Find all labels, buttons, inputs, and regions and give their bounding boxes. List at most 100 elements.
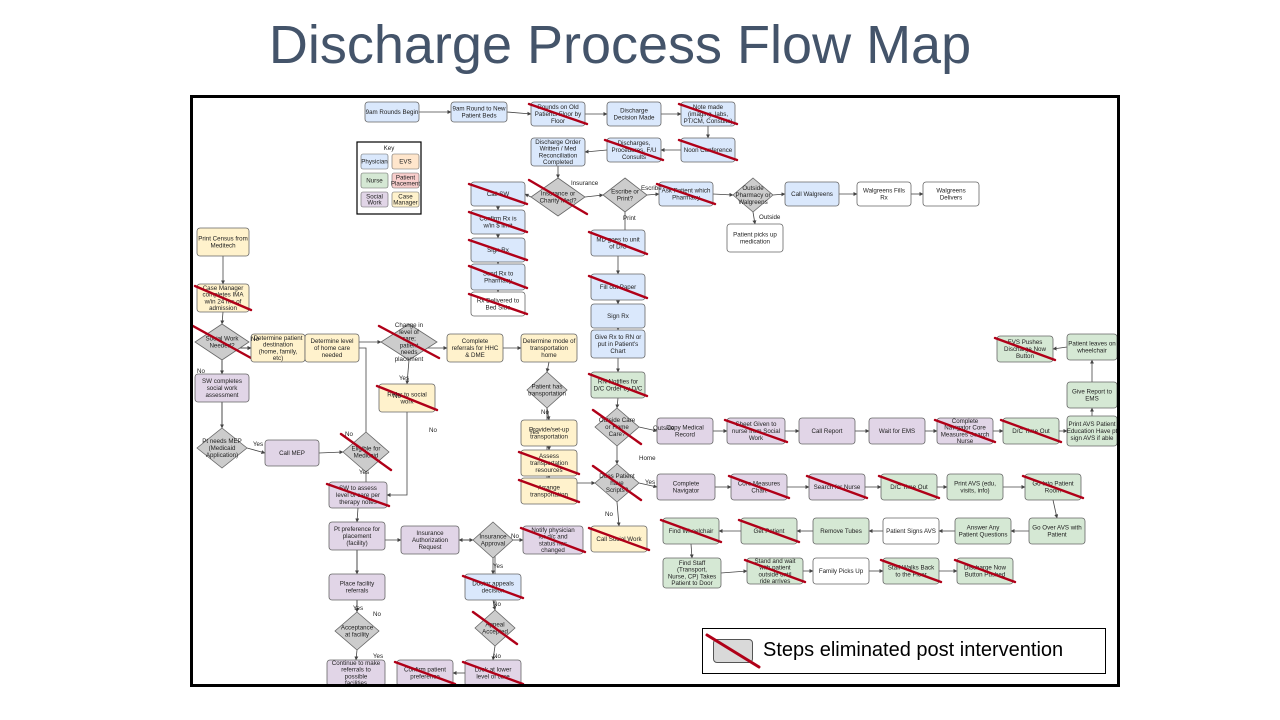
process-node: Call Social Work xyxy=(587,525,651,553)
eliminated-mark-icon xyxy=(587,372,649,398)
eliminated-mark-icon xyxy=(527,102,589,126)
process-node: Patient Signs AVS xyxy=(882,517,940,545)
edge-label: Yes xyxy=(645,479,655,486)
process-node: Find Wheelchair xyxy=(659,517,723,545)
node-shape xyxy=(364,101,420,123)
edge-label: No xyxy=(605,511,613,518)
key-swatch xyxy=(391,172,420,189)
edge-label: No xyxy=(493,653,501,660)
edge-label: No xyxy=(345,431,353,438)
eliminated-mark-icon xyxy=(325,482,391,508)
flow-connector xyxy=(615,397,620,409)
flow-connector xyxy=(646,192,660,197)
edge-label: Yes xyxy=(373,653,383,660)
node-label: Call Report xyxy=(812,428,843,435)
eliminated-mark-icon xyxy=(705,633,761,669)
node-shape xyxy=(1066,333,1117,361)
eliminated-mark-icon xyxy=(723,418,789,444)
process-node: Discharges,Procedures, F/UConsults xyxy=(603,137,665,163)
process-node: Sign Rx xyxy=(467,237,529,263)
node-label: Wait for EMS xyxy=(879,428,915,435)
eliminated-mark-icon xyxy=(461,660,525,684)
key-swatch xyxy=(391,153,420,170)
edge-label: No xyxy=(197,368,205,375)
node-shape xyxy=(1066,415,1117,447)
flow-connector xyxy=(712,192,734,197)
flow-connector xyxy=(616,501,621,527)
node-shape xyxy=(520,419,578,447)
key-swatch xyxy=(360,172,389,189)
node-shape xyxy=(590,303,646,329)
node-shape xyxy=(530,137,586,167)
node-shape xyxy=(196,227,250,257)
node-label: Family Picks Up xyxy=(819,568,864,575)
flow-connector xyxy=(386,412,408,497)
process-node: Search for Nurse xyxy=(805,473,869,501)
edge-label: Print xyxy=(623,215,636,222)
edge-label: No xyxy=(251,336,259,343)
node-label: Remove Tubes xyxy=(820,528,862,535)
edge-label: Yes xyxy=(353,605,363,612)
flow-connector xyxy=(524,193,532,198)
node-shape xyxy=(1028,517,1086,545)
flow-connector xyxy=(545,361,550,373)
edge-label: No xyxy=(429,427,437,434)
node-shape xyxy=(472,521,514,559)
node-shape xyxy=(606,101,662,127)
eliminated-mark-icon xyxy=(587,230,649,256)
node-shape xyxy=(656,473,716,501)
edge-label: Insurance xyxy=(571,180,599,187)
eliminated-mark-icon xyxy=(461,574,525,600)
node-shape xyxy=(196,427,248,469)
eliminated-mark-icon xyxy=(659,518,723,544)
flow-connector xyxy=(772,192,786,197)
eliminated-mark-icon xyxy=(805,474,869,500)
node-shape xyxy=(922,181,980,207)
process-node: Sign Rx xyxy=(590,303,646,329)
eliminated-mark-icon xyxy=(879,558,943,584)
process-node: Remove Tubes xyxy=(812,517,870,545)
flow-connector xyxy=(638,426,658,433)
node-shape xyxy=(450,101,508,123)
key-swatch xyxy=(391,191,420,208)
process-node: D/C Time Out xyxy=(877,473,941,501)
